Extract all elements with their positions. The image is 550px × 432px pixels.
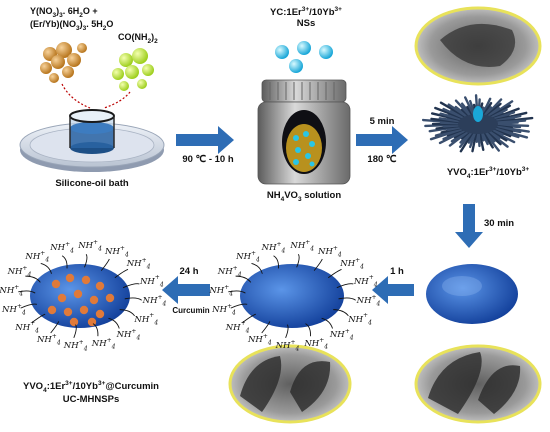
- ammonium-label: NH+4: [116, 327, 141, 342]
- ammonium-label: NH+4: [304, 336, 329, 351]
- reagent-spheres-green: [112, 48, 154, 91]
- ammonium-particle: [228, 253, 356, 338]
- ammonium-label: NH+4: [139, 274, 164, 289]
- ammonium-label: NH+4: [247, 333, 272, 347]
- ammonium-label: NH+4: [340, 257, 364, 271]
- ammonium-label: NH+4: [134, 312, 159, 327]
- ammonium-label: NH+4: [105, 244, 129, 259]
- arrow-1-condition: 90 ℃ - 10 h: [182, 154, 234, 165]
- nanosheet-spheres: [275, 41, 333, 73]
- ammonium-label: NH+4: [142, 293, 167, 308]
- curcumin-particle: [18, 253, 142, 338]
- ammonium-label: NH+4: [318, 244, 342, 259]
- ammonium-label: NH+4: [2, 303, 26, 317]
- spiky-nanostructure: [421, 94, 534, 153]
- solution-label: NH4VO3 solution: [266, 190, 342, 203]
- ammonium-label: NH+4: [15, 320, 39, 335]
- ammonium-label: NH+4: [348, 312, 372, 327]
- arrow-3-time: 30 min: [484, 218, 515, 229]
- ammonium-label: NH+4: [209, 284, 234, 298]
- ammonium-label: NH+4: [7, 265, 32, 279]
- blue-nanoparticle: [426, 264, 518, 324]
- reagent-spheres-orange: [40, 42, 87, 83]
- tem-image-bottom-left: [228, 344, 352, 424]
- ammonium-label: NH+4: [91, 336, 116, 351]
- ammonium-label: NH+4: [78, 239, 102, 253]
- arrow-5-reagent: Curcumin: [172, 306, 210, 315]
- ammonium-label: NH+4: [63, 338, 88, 353]
- arrow-2-time: 5 min: [369, 116, 395, 127]
- arrow-5-time: 24 h: [179, 266, 199, 277]
- ammonium-label: NH+4: [217, 265, 242, 279]
- arrow-1: [176, 126, 234, 154]
- tem-image-bottom-right: [414, 344, 542, 424]
- ammonium-label: NH+4: [290, 239, 315, 253]
- autoclave: [257, 79, 351, 185]
- arrow-4: [372, 276, 414, 304]
- tem-image-top: [414, 6, 542, 86]
- arrow-2-temperature: 180 ℃: [367, 154, 397, 165]
- ammonium-label: NH+4: [50, 241, 74, 255]
- nanosheet-label: YC:1Er3+/10Yb3+ NSs: [270, 6, 342, 30]
- arrow-3: [455, 204, 483, 248]
- ammonium-label: NH+4: [25, 250, 50, 264]
- arrow-2: [356, 126, 408, 154]
- final-product-label: YVO4:1Er3+/10Yb3+@Curcumin UC-MHNSPs: [23, 380, 159, 406]
- arrow-5: [162, 276, 210, 304]
- silicone-oil-bath: [19, 109, 165, 172]
- ammonium-label: NH+4: [356, 293, 381, 308]
- reagent-label: Y(NO3)3. 6H2O + (Er/Yb)(NO3)3. 5H2O: [30, 6, 114, 32]
- ammonium-label: NH+4: [261, 241, 286, 255]
- arrow-4-time: 1 h: [390, 266, 404, 277]
- urea-label: CO(NH2)2: [118, 32, 158, 45]
- ammonium-label: NH+4: [275, 338, 300, 353]
- ammonium-label: NH+4: [236, 250, 260, 264]
- bath-label: Silicone-oil bath: [55, 178, 129, 189]
- ammonium-label: NH+4: [126, 257, 151, 271]
- ammonium-label: NH+4: [353, 274, 378, 289]
- ammonium-label: NH+4: [36, 333, 61, 347]
- ammonium-label: NH+4: [212, 303, 236, 317]
- ammonium-label: NH+4: [225, 320, 250, 335]
- ammonium-label: NH+4: [329, 327, 354, 342]
- product-label: YVO4:1Er3+/10Yb3+: [446, 166, 530, 181]
- ammonium-label: NH+4: [0, 284, 24, 298]
